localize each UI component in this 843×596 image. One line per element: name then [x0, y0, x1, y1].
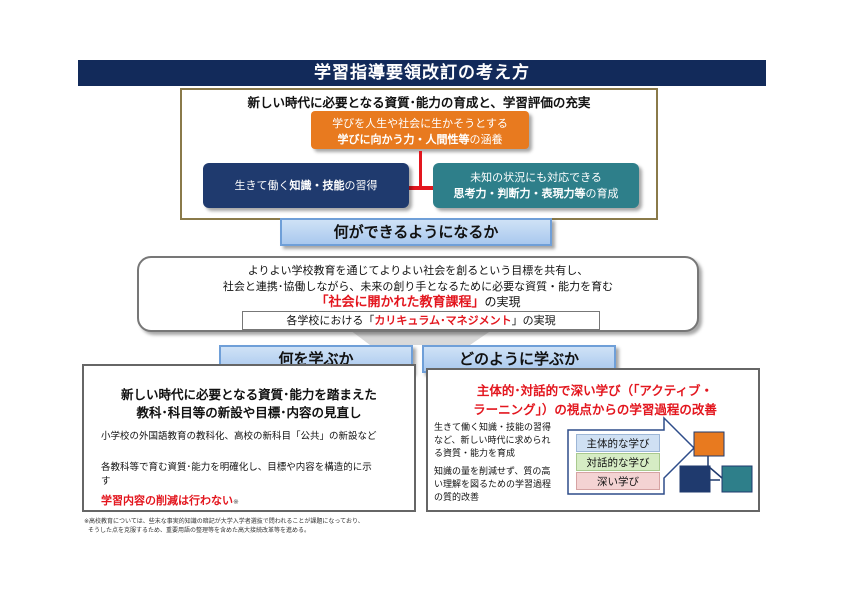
- footnote-line1: ※高校教育については、些末な事実的知識の暗記が大学入学者選抜で問われることが課題…: [84, 518, 364, 525]
- teal-box: 未知の状況にも対応できる 思考力・判断力・表現力等の育成: [433, 163, 639, 208]
- orange-line2-bold: 学びに向かう力・人間性等: [337, 133, 470, 146]
- label-taiwateki: 対話的な学び: [576, 453, 660, 471]
- teal-line2-bold: 思考力・判断力・表現力等: [453, 187, 586, 200]
- footnote-line2: そうした点を克服するため、重要用語の整理等を含めた高大接続改革等を進める。: [88, 527, 311, 534]
- navy-box: 生きて働く知識・技能の習得: [203, 163, 409, 208]
- teal-line1: 未知の状況にも対応できる: [470, 171, 602, 184]
- left-red: 学習内容の削減は行わない: [101, 494, 233, 507]
- navy-b: 知識・技能: [289, 179, 345, 192]
- left-heading1: 新しい時代に必要となる資質･能力を踏まえた: [121, 387, 377, 402]
- left-mark: ※: [233, 498, 239, 506]
- curriculum-red: カリキュラム･マネジメント: [374, 314, 512, 327]
- left-heading2: 教科･科目等の新設や目標･内容の見直し: [136, 405, 362, 420]
- middle-line3-red: 「社会に開かれた教育課程」: [315, 295, 485, 310]
- banner-what-can-do: 何ができるようになるか: [280, 218, 552, 246]
- middle-line3-rest: の実現: [484, 295, 521, 309]
- curriculum-box: 各学校における「カリキュラム･マネジメント」の実現: [242, 311, 600, 330]
- right-red2: ラーニング」）の視点からの学習過程の改善: [432, 399, 758, 418]
- label-shutaiteki: 主体的な学び: [576, 434, 660, 452]
- orange-box: 学びを人生や社会に生かそうとする 学びに向かう力・人間性等の涵養: [311, 111, 529, 149]
- right-red2-b: の視点からの学習過程の改善: [554, 402, 717, 417]
- teal-line2-rest: の育成: [585, 187, 619, 200]
- connector-horizontal: [409, 186, 433, 190]
- label-fukai: 深い学び: [576, 472, 660, 490]
- connector-vertical: [419, 151, 422, 189]
- left-p1: 小学校の外国語教育の教科化、高校の新科目「公共」の新設など: [101, 431, 377, 442]
- orange-line2-rest: の涵養: [469, 133, 503, 146]
- left-p2: 各教科等で育む資質･能力を明確化し、目標や内容を構造的に示す: [101, 462, 372, 487]
- middle-line1: よりよい学校教育を通じてよりよい社会を創るという目標を共有し、: [247, 264, 589, 277]
- teal-line2: 思考力・判断力・表現力等の育成: [433, 186, 639, 202]
- top-heading: 新しい時代に必要となる資質･能力の育成と、学習評価の充実: [247, 95, 591, 110]
- left-frame: [82, 364, 416, 512]
- orange-line1: 学びを人生や社会に生かそうとする: [332, 117, 508, 130]
- right-red2-a: ラーニング」）: [473, 402, 555, 417]
- middle-line2: 社会と連携･協働しながら、未来の創り手となるために必要な資質・能力を育む: [222, 280, 614, 293]
- page-title: 学習指導要領改訂の考え方: [78, 60, 766, 86]
- right-p2: 知識の量を削減せず、質の高い理解を図るための学習過程の質的改善: [434, 467, 552, 503]
- left-red-line: 学習内容の削減は行わない※: [101, 492, 377, 508]
- orange-line2: 学びに向かう力・人間性等の涵養: [311, 132, 529, 148]
- navy-c: の習得: [344, 179, 378, 192]
- right-red1: 主体的･対話的で深い学び（「アクティブ・: [476, 383, 714, 398]
- curriculum-b: 」の実現: [511, 314, 556, 327]
- arrow-split: [350, 330, 492, 345]
- right-p1: 生きて働く知識・技能の習得など、新しい時代に求められる資質・能力を育成: [434, 423, 552, 459]
- middle-line3: 「社会に開かれた教育課程」の実現: [140, 294, 696, 311]
- curriculum-a: 各学校における「: [286, 314, 375, 327]
- navy-a: 生きて働く: [234, 179, 290, 192]
